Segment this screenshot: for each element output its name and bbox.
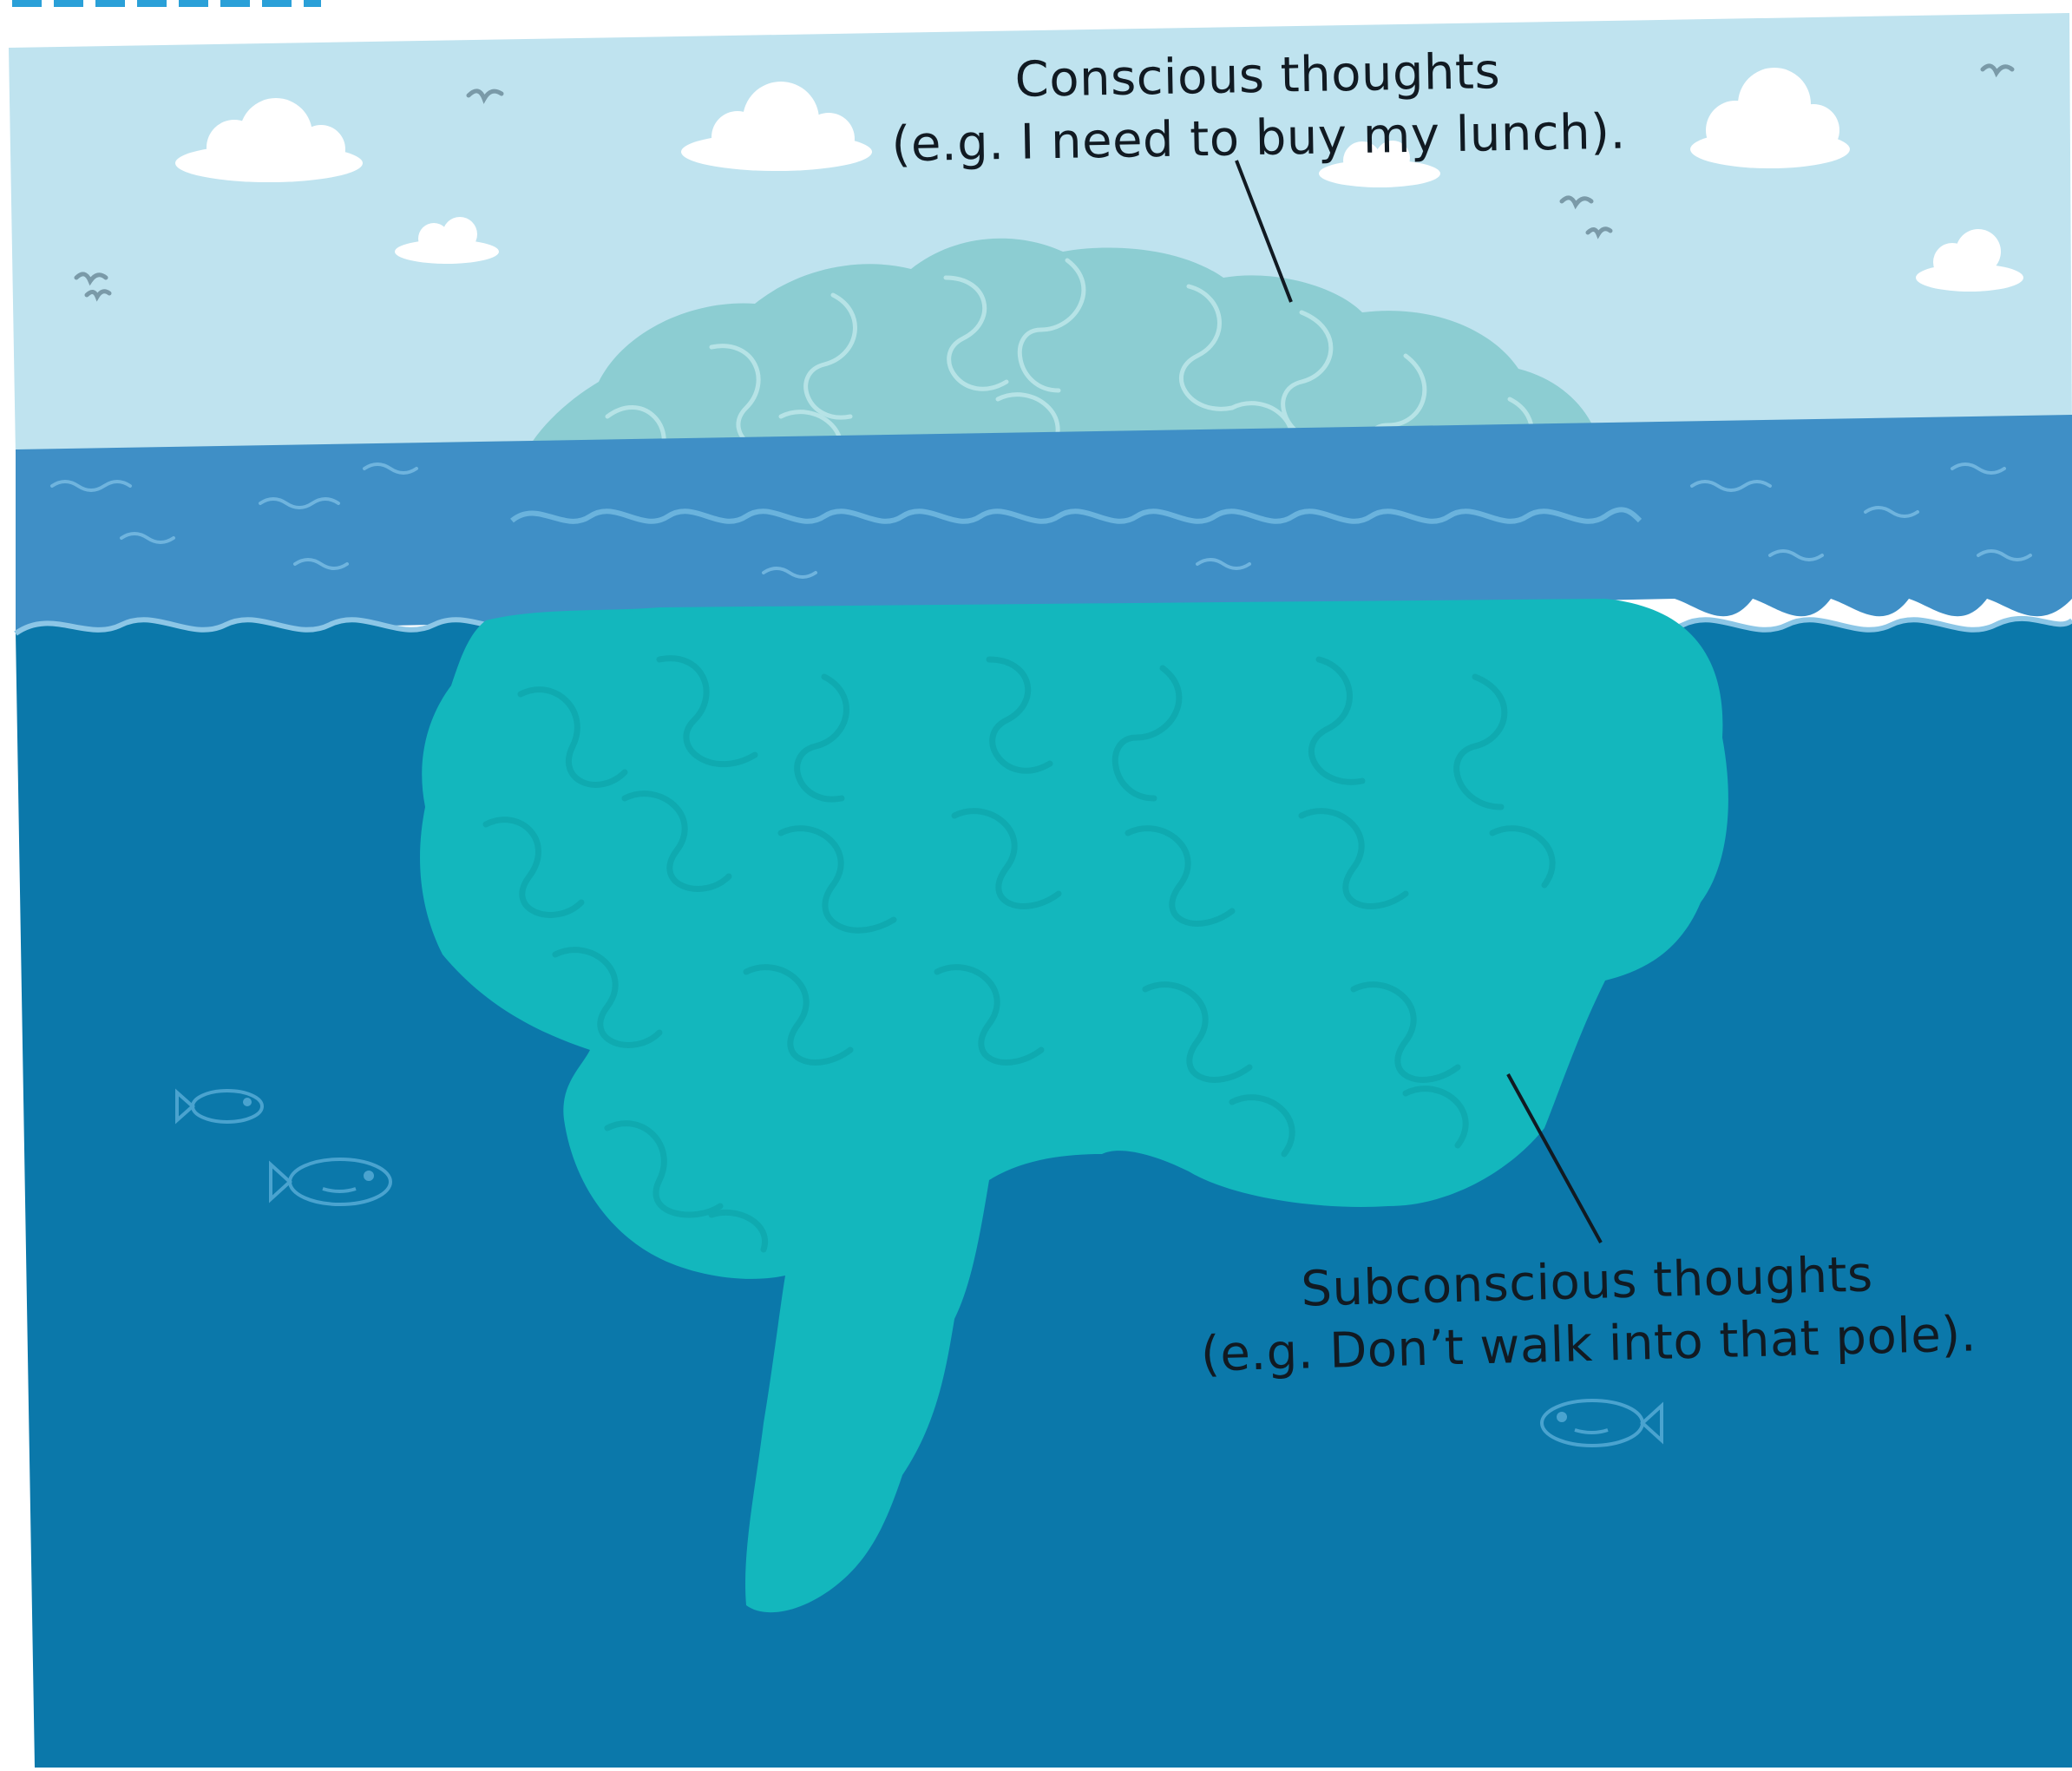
conscious-thoughts-label: Conscious thoughts (e.g. I need to buy m…: [867, 38, 1649, 177]
subconscious-thoughts-label: Subconscious thoughts (e.g. Don’t walk i…: [1196, 1241, 1979, 1387]
header-dashes: [12, 0, 321, 7]
surface-water: [16, 415, 2072, 633]
